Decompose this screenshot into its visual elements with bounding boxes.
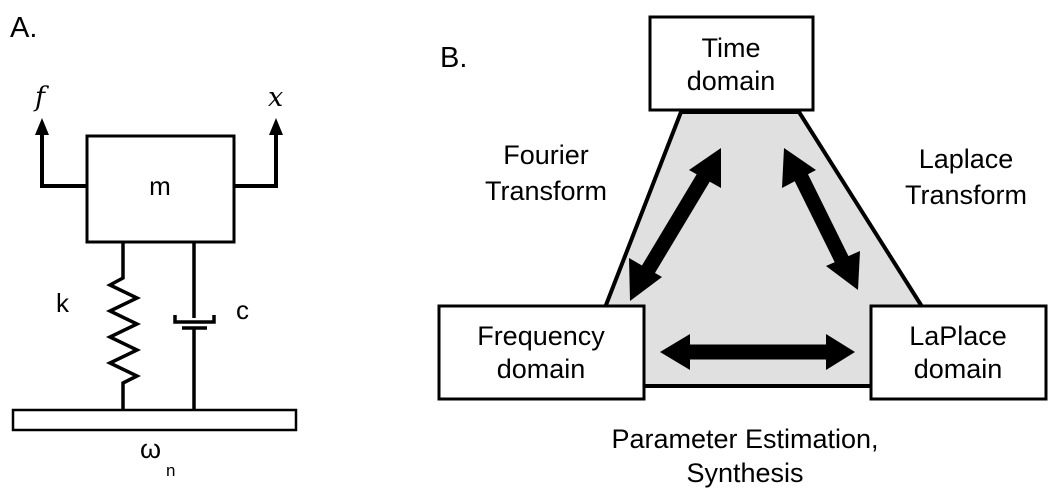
estimation-label-line-1: Parameter Estimation,	[611, 424, 878, 454]
mass-box	[85, 134, 236, 244]
spring-label: k	[56, 288, 70, 318]
laplace-box-line-1: LaPlace	[909, 321, 1007, 351]
estimation-double-arrow	[660, 334, 855, 370]
damper	[173, 242, 216, 410]
fourier-double-arrow	[629, 148, 721, 301]
estimation-label-line-2: Synthesis	[686, 458, 803, 488]
force-label: f	[33, 82, 49, 113]
displacement-arrowhead	[269, 118, 283, 135]
time-domain-box	[648, 15, 815, 112]
laplace-domain-box	[869, 304, 1048, 401]
force-arrow	[40, 128, 86, 188]
omega-subscript: n	[166, 461, 175, 480]
laplace-label-line-2: Transform	[905, 180, 1027, 210]
panel-b-label: B.	[440, 42, 467, 74]
time-box-line-1: Time	[702, 33, 761, 63]
panel-a-label: A.	[10, 12, 37, 44]
fourier-label-line-2: Transform	[485, 176, 607, 206]
panel-a: A. f x m k c ω n	[10, 12, 298, 480]
laplace-label-line-1: Laplace	[919, 144, 1014, 174]
laplace-double-arrow	[782, 148, 860, 290]
damper-label: c	[236, 295, 249, 325]
panel-b: B. Time domain Frequency domain LaPla	[437, 15, 1048, 488]
time-box-line-2: domain	[687, 66, 776, 96]
spring	[105, 242, 142, 410]
frequency-box-line-2: domain	[497, 354, 586, 384]
displacement-arrow	[234, 128, 278, 188]
fourier-label-line-1: Fourier	[503, 140, 589, 170]
displacement-label: x	[268, 82, 283, 113]
frequency-box-line-1: Frequency	[477, 321, 605, 351]
omega-label: ω	[140, 434, 161, 464]
mass-label: m	[149, 171, 171, 201]
frequency-domain-box	[437, 304, 646, 401]
ground-plate	[11, 408, 298, 432]
force-arrowhead	[35, 118, 49, 135]
laplace-box-line-2: domain	[914, 354, 1003, 384]
